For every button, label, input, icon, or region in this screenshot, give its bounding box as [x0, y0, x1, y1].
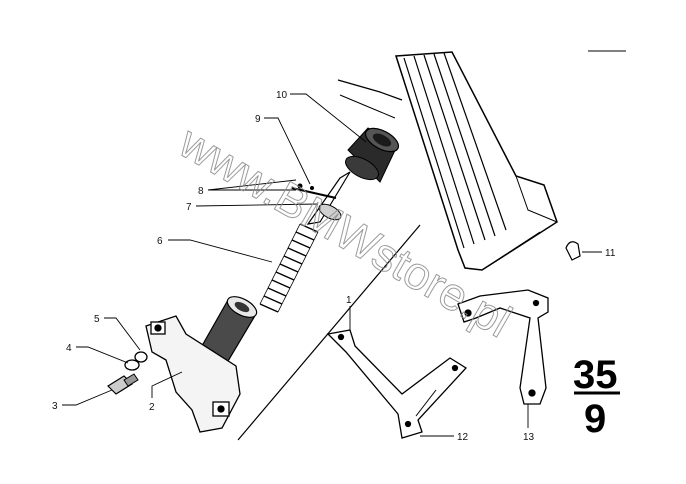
leader-6: [168, 239, 273, 263]
pedal-mount-outline: [337, 79, 403, 101]
clip-2: [310, 186, 314, 190]
group-number-bottom: 9: [584, 397, 606, 441]
leader-8b: [207, 179, 297, 191]
callout-6: 6: [157, 236, 163, 247]
floor-panel-line: [237, 224, 421, 441]
callout-10: 10: [276, 90, 288, 101]
callout-7: 7: [186, 202, 192, 213]
accelerator-pedal: [394, 51, 558, 271]
mounting-bracket: [145, 315, 241, 433]
pedal-mount-outline-2: [339, 94, 396, 119]
callout-11: 11: [605, 248, 616, 259]
rod-collar: [318, 203, 342, 221]
callout-13: 13: [523, 432, 535, 443]
return-spring: [259, 223, 319, 313]
pin: [291, 187, 337, 199]
callout-5: 5: [94, 314, 100, 325]
spring-washer: [134, 351, 148, 363]
leader-2: [151, 371, 183, 398]
leader-9: [264, 117, 311, 185]
rod-cap: [345, 127, 400, 183]
callout-4: 4: [66, 343, 72, 354]
callout-12: 12: [457, 432, 469, 443]
leader-lines: [62, 93, 602, 437]
group-number-top: 35: [573, 353, 618, 397]
leader-3: [62, 389, 113, 406]
lever-bracket-12: [326, 329, 468, 439]
callout-9: 9: [255, 114, 261, 125]
leader-10: [290, 93, 367, 143]
callout-3: 3: [52, 401, 58, 412]
hex-bolt: [107, 373, 139, 395]
bump-stop: [565, 241, 581, 261]
washer: [124, 359, 140, 371]
leader-4: [76, 346, 129, 364]
callout-2: 2: [149, 402, 155, 413]
clip: [297, 183, 303, 189]
leader-7: [195, 203, 319, 207]
callout-8: 8: [198, 186, 204, 197]
leader-5: [104, 317, 141, 351]
pedal-rod-assembly: [107, 127, 400, 433]
group-number: 35 9: [573, 353, 620, 441]
callout-1: 1: [346, 295, 352, 306]
lever-bracket-13: [457, 289, 549, 405]
